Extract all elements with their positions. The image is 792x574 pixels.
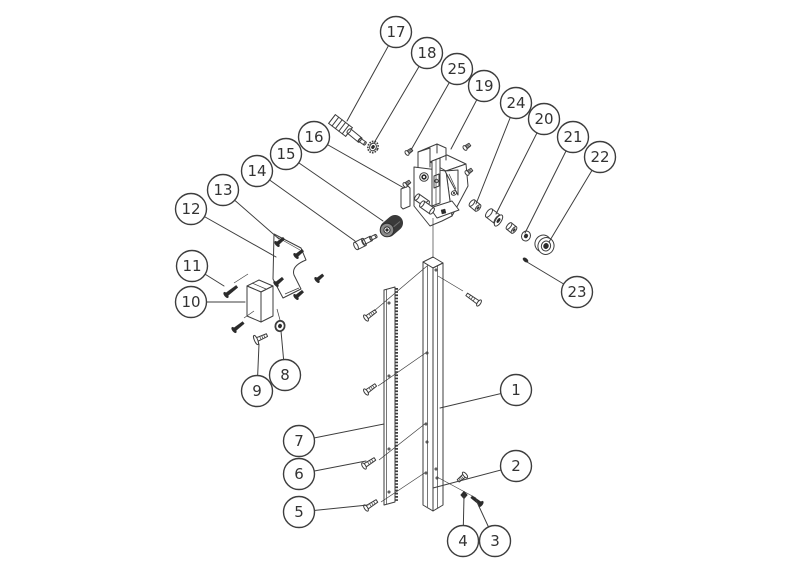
leader-line-12 bbox=[190, 208, 277, 258]
balloon-callouts: 1234567891011121314151617181920212223242… bbox=[174, 15, 617, 558]
balloon-number: 2 bbox=[511, 457, 521, 475]
balloon-4: 4 bbox=[446, 524, 480, 558]
balloon-number: 18 bbox=[417, 44, 436, 62]
balloon-number: 4 bbox=[458, 532, 468, 550]
leader-line-15 bbox=[285, 153, 384, 222]
leader-line-14 bbox=[256, 170, 356, 242]
part-gib-strip bbox=[400, 185, 411, 210]
balloon-number: 12 bbox=[181, 200, 200, 218]
balloon-11: 11 bbox=[175, 249, 209, 283]
balloon-23: 23 bbox=[560, 275, 594, 309]
balloon-20: 20 bbox=[527, 102, 561, 136]
part-pad-block bbox=[246, 279, 274, 323]
balloon-24: 24 bbox=[499, 86, 533, 120]
balloon-number: 22 bbox=[590, 148, 609, 166]
part-bracket bbox=[272, 233, 307, 299]
balloon-number: 14 bbox=[247, 162, 266, 180]
balloon-5: 5 bbox=[282, 495, 316, 529]
balloon-number: 23 bbox=[567, 283, 586, 301]
balloon-number: 16 bbox=[304, 128, 323, 146]
part-gear-housing bbox=[413, 143, 469, 227]
balloon-17: 17 bbox=[379, 15, 413, 49]
part-serrated-washer bbox=[367, 140, 379, 154]
leader-line-22 bbox=[548, 156, 601, 243]
balloon-number: 1 bbox=[511, 381, 521, 399]
part-dowel-pins bbox=[402, 142, 474, 188]
balloon-number: 24 bbox=[506, 94, 525, 112]
balloon-12: 12 bbox=[174, 192, 208, 226]
shaft-hardware-chain bbox=[468, 199, 555, 263]
balloon-2: 2 bbox=[499, 449, 533, 483]
assembly-axis-lines bbox=[233, 218, 477, 503]
part-worm-shaft bbox=[328, 114, 367, 146]
balloon-21: 21 bbox=[556, 120, 590, 154]
balloon-8: 8 bbox=[268, 358, 302, 392]
leader-line-18 bbox=[373, 52, 428, 144]
balloon-number: 7 bbox=[294, 432, 304, 450]
balloon-number: 19 bbox=[474, 77, 493, 95]
balloon-14: 14 bbox=[240, 154, 274, 188]
balloon-3: 3 bbox=[478, 524, 512, 558]
balloon-number: 10 bbox=[181, 293, 200, 311]
balloon-number: 25 bbox=[447, 60, 466, 78]
leader-line-20 bbox=[495, 118, 545, 215]
balloon-10: 10 bbox=[174, 285, 208, 319]
generated-parts bbox=[223, 114, 555, 512]
balloon-number: 8 bbox=[280, 366, 290, 384]
part-flat-washer bbox=[274, 319, 286, 333]
balloon-19: 19 bbox=[467, 69, 501, 103]
balloon-13: 13 bbox=[206, 173, 240, 207]
balloon-number: 11 bbox=[182, 257, 201, 275]
balloon-number: 5 bbox=[294, 503, 304, 521]
balloon-7: 7 bbox=[282, 424, 316, 458]
balloon-16: 16 bbox=[297, 120, 331, 154]
balloon-number: 21 bbox=[563, 128, 582, 146]
balloon-number: 13 bbox=[213, 181, 232, 199]
balloon-number: 20 bbox=[534, 110, 553, 128]
balloon-number: 6 bbox=[294, 465, 304, 483]
balloon-18: 18 bbox=[410, 36, 444, 70]
balloon-number: 9 bbox=[252, 382, 262, 400]
balloon-number: 3 bbox=[490, 532, 500, 550]
leader-line-17 bbox=[346, 31, 397, 122]
balloon-15: 15 bbox=[269, 137, 303, 171]
balloon-9: 9 bbox=[240, 374, 274, 408]
housing-lugs bbox=[414, 193, 435, 215]
balloon-6: 6 bbox=[282, 457, 316, 491]
balloon-25: 25 bbox=[440, 52, 474, 86]
balloon-number: 17 bbox=[386, 23, 405, 41]
balloon-1: 1 bbox=[499, 373, 533, 407]
fasteners bbox=[223, 236, 484, 512]
leader-line-21 bbox=[524, 136, 574, 234]
leader-line-24 bbox=[475, 102, 517, 205]
part-knurled-gear bbox=[379, 215, 403, 238]
balloon-number: 15 bbox=[276, 145, 295, 163]
balloon-22: 22 bbox=[583, 140, 617, 174]
part-main-column bbox=[422, 256, 444, 512]
part-shoulder-bolt bbox=[353, 233, 378, 251]
leader-line-16 bbox=[313, 136, 405, 189]
part-rack bbox=[383, 286, 398, 506]
